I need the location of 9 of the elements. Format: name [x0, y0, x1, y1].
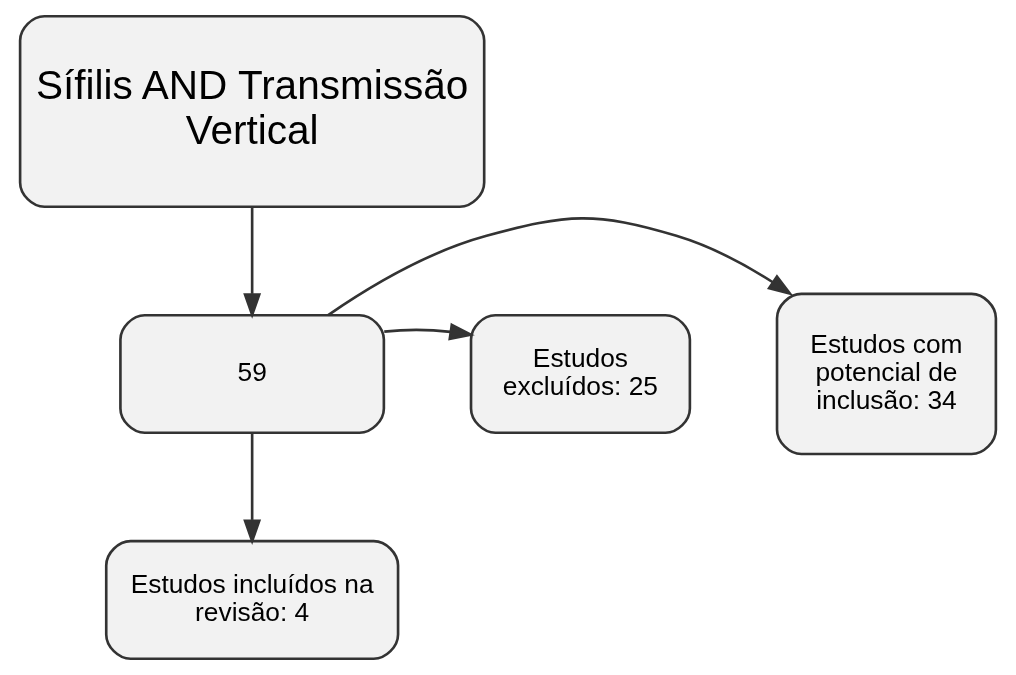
node-box: Estudos excluídos: 25	[469, 313, 692, 435]
node-box: Estudos incluídos na revisão: 4	[104, 539, 400, 661]
arrow	[327, 217, 794, 317]
arrow	[243, 206, 262, 319]
node-box: Estudos com potencial de inclusão: 34	[775, 292, 998, 456]
arrow	[384, 322, 475, 341]
arrow	[243, 433, 262, 545]
node-box: Sífilis AND Transmissão Vertical	[18, 14, 486, 209]
node-box: 59	[119, 313, 386, 435]
